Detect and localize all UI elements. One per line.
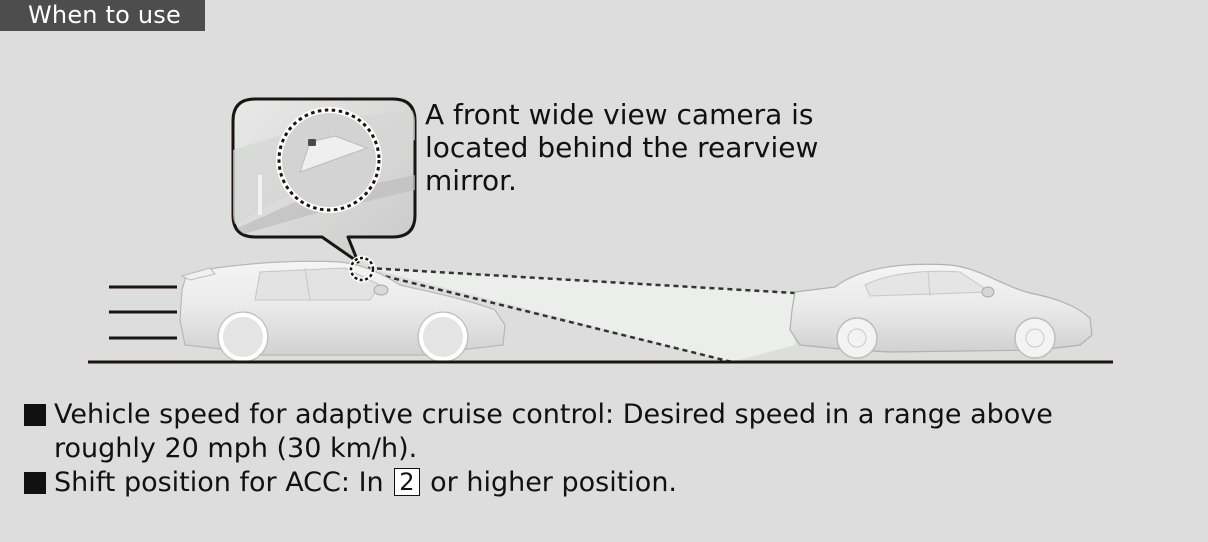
gear-position-key: 2	[394, 468, 420, 496]
camera-field-of-view	[367, 266, 796, 364]
condition-text: roughly 20 mph (30 km/h).	[54, 433, 418, 464]
camera-callout-bubble	[231, 97, 417, 264]
callout-line: A front wide view camera is	[425, 98, 814, 131]
own-vehicle-icon	[179, 260, 506, 363]
bullet-square-icon	[24, 472, 46, 494]
acc-camera-illustration	[88, 97, 1113, 364]
speed-lines-icon	[109, 285, 177, 340]
section-heading-label: When to use	[28, 1, 181, 29]
section-heading-tab: When to use	[0, 0, 205, 31]
camera-housing-icon	[299, 135, 369, 173]
condition-text: or higher position.	[430, 467, 678, 498]
condition-text: Vehicle speed for adaptive cruise contro…	[54, 399, 1053, 430]
conditions-list: Vehicle speed for adaptive cruise contro…	[24, 398, 1053, 500]
condition-vehicle-speed: Vehicle speed for adaptive cruise contro…	[24, 398, 1053, 466]
camera-location-note: A front wide view camera is located behi…	[425, 98, 845, 197]
camera-location-marker	[348, 255, 376, 283]
callout-line: mirror.	[425, 164, 517, 197]
condition-text: Shift position for ACC: In	[54, 467, 384, 498]
camera-icon	[308, 139, 316, 146]
bullet-square-icon	[24, 404, 46, 426]
lead-vehicle-icon	[789, 263, 1093, 359]
callout-line: located behind the rearview	[425, 131, 819, 164]
condition-shift-position: Shift position for ACC: In 2 or higher p…	[24, 466, 1053, 500]
